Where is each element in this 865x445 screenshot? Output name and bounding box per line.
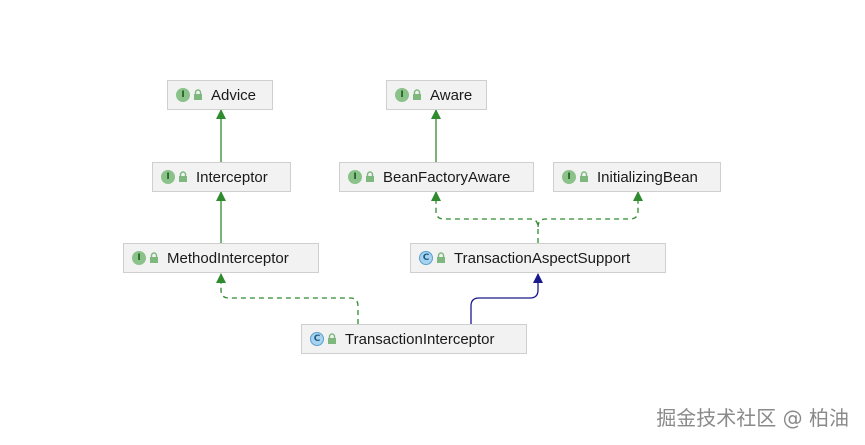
node-label: Advice (211, 86, 257, 104)
node-transactioninterceptor[interactable]: C TransactionInterceptor (301, 324, 527, 354)
node-transactionaspectsupport[interactable]: C TransactionAspectSupport (410, 243, 666, 273)
node-label: TransactionInterceptor (345, 330, 495, 348)
lock-icon (194, 89, 202, 100)
node-methodinterceptor[interactable]: I MethodInterceptor (123, 243, 319, 273)
node-label: InitializingBean (597, 168, 698, 186)
node-initializingbean[interactable]: I InitializingBean (553, 162, 721, 192)
node-label: Interceptor (196, 168, 268, 186)
edge-tas-to-initializingbean (537, 191, 643, 228)
class-icon: C (310, 332, 324, 346)
edge-ti-to-methodinterceptor (216, 273, 359, 324)
node-aware[interactable]: I Aware (386, 80, 487, 110)
node-label: MethodInterceptor (167, 249, 289, 267)
node-advice[interactable]: I Advice (167, 80, 273, 110)
lock-icon (366, 171, 374, 182)
edge-ti-to-tas (470, 273, 543, 324)
node-interceptor[interactable]: I Interceptor (152, 162, 291, 192)
edge-tas-to-beanfactoryaware (431, 191, 539, 243)
node-label: TransactionAspectSupport (454, 249, 631, 267)
lock-icon (580, 171, 588, 182)
interface-icon: I (176, 88, 190, 102)
lock-icon (328, 333, 336, 344)
lock-icon (150, 252, 158, 263)
interface-icon: I (132, 251, 146, 265)
class-icon: C (419, 251, 433, 265)
lock-icon (413, 89, 421, 100)
interface-icon: I (348, 170, 362, 184)
lock-icon (179, 171, 187, 182)
interface-icon: I (161, 170, 175, 184)
node-label: Aware (430, 86, 473, 104)
node-beanfactoryaware[interactable]: I BeanFactoryAware (339, 162, 534, 192)
lock-icon (437, 252, 445, 263)
interface-icon: I (395, 88, 409, 102)
interface-icon: I (562, 170, 576, 184)
watermark: 掘金技术社区 @ 柏油 (656, 406, 849, 430)
node-label: BeanFactoryAware (383, 168, 511, 186)
